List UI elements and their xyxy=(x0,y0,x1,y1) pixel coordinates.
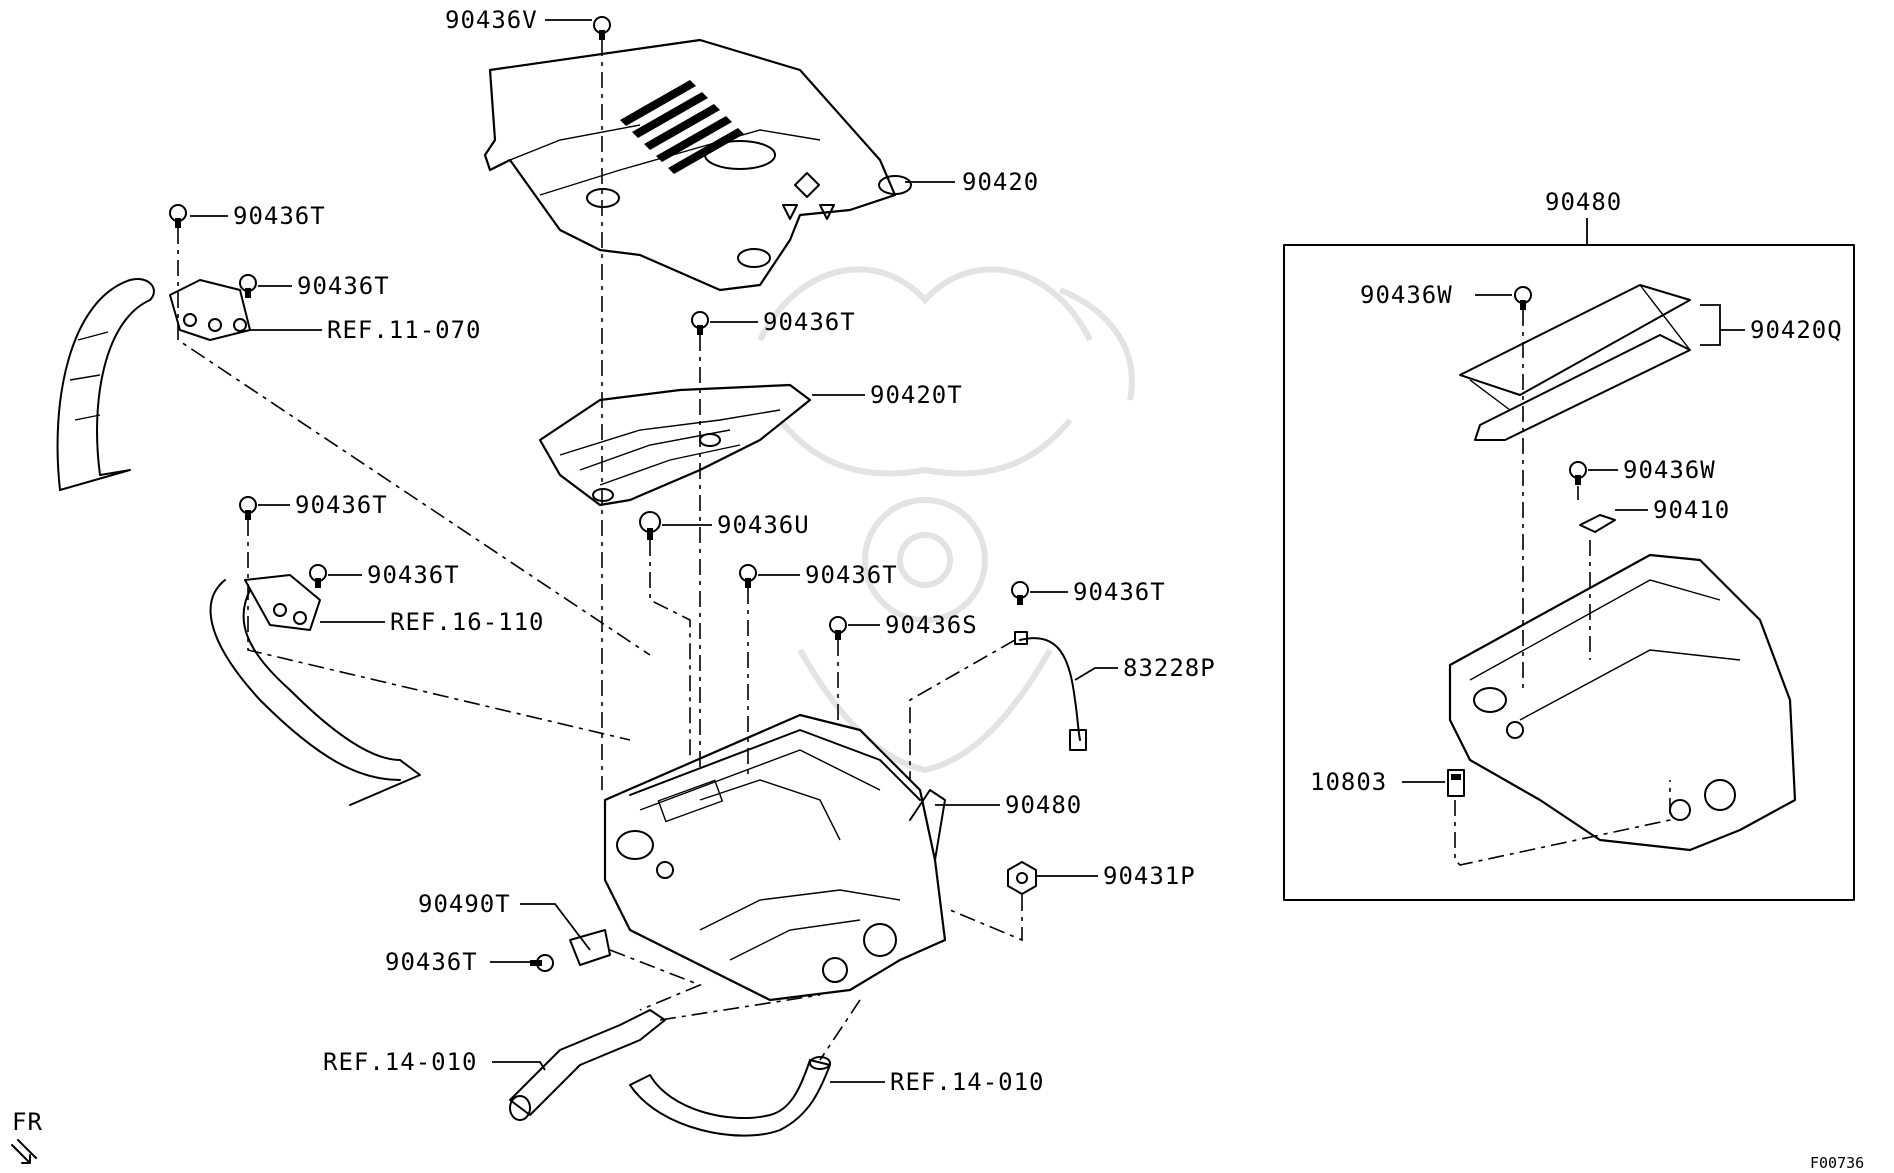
label-ref-16-110: REF.16-110 xyxy=(390,608,545,636)
label-90436U: 90436U xyxy=(717,511,810,539)
label-fr: FR xyxy=(12,1108,43,1136)
bolt-icon xyxy=(1011,581,1029,605)
cable-harness-lower xyxy=(209,574,421,806)
bolt-icon xyxy=(1514,286,1532,310)
label-90436T-e: 90436T xyxy=(367,561,460,589)
bolt-icon xyxy=(309,564,327,588)
bolt-icon xyxy=(739,564,757,588)
middle-cover-90420T xyxy=(538,383,812,507)
label-90420: 90420 xyxy=(962,168,1039,196)
bolt-icon xyxy=(691,311,709,335)
part-labels: 90436V 90420 90436T 90436T REF.11-070 90… xyxy=(233,6,1216,1096)
detail-inset-90480: 90480 9043 xyxy=(1283,188,1855,901)
label-90436W-a: 90436W xyxy=(1360,281,1453,309)
label-ref-11-070: REF.11-070 xyxy=(327,316,482,344)
detail-frame xyxy=(1283,244,1855,901)
label-ref-14-010-b: REF.14-010 xyxy=(890,1068,1045,1096)
connector-10803-icon xyxy=(1447,769,1465,797)
label-90436T-c: 90436T xyxy=(763,308,856,336)
cable-harness-upper xyxy=(56,278,251,491)
label-83228P: 83228P xyxy=(1123,654,1216,682)
bracket-icon xyxy=(1579,514,1616,533)
bolt-icon xyxy=(239,274,257,298)
label-90420Q: 90420Q xyxy=(1750,316,1843,344)
fasteners xyxy=(169,16,1037,972)
nut-icon xyxy=(1007,861,1037,895)
label-90410: 90410 xyxy=(1653,496,1730,524)
watermark-emblem xyxy=(757,266,1135,774)
front-direction-indicator: FR xyxy=(11,1108,43,1164)
top-cover-90420 xyxy=(483,38,912,292)
figure-number: F00736 xyxy=(1810,1154,1864,1172)
label-90436V: 90436V xyxy=(445,6,538,34)
bolt-icon xyxy=(530,954,554,972)
label-ref-14-010-a: REF.14-010 xyxy=(323,1048,478,1076)
label-90436T-b: 90436T xyxy=(297,272,390,300)
bolt-icon xyxy=(593,16,611,40)
label-10803: 10803 xyxy=(1310,768,1387,796)
label-90436T-f: 90436T xyxy=(805,561,898,589)
brand-logo-icon xyxy=(782,172,835,220)
sensor-83228P xyxy=(1014,631,1087,751)
coolant-hose-left xyxy=(509,1009,666,1121)
detail-inverter xyxy=(1448,553,1797,852)
label-90436T-h: 90436T xyxy=(385,948,478,976)
bolt-icon xyxy=(169,204,187,228)
label-90490T: 90490T xyxy=(418,890,511,918)
label-90436W-b: 90436W xyxy=(1623,456,1716,484)
bolt-icon xyxy=(1569,461,1587,485)
label-90436T-d: 90436T xyxy=(295,491,388,519)
label-90436T-g: 90436T xyxy=(1073,578,1166,606)
coolant-hose-right xyxy=(629,1056,831,1137)
inverter-assembly-90480 xyxy=(603,713,947,1002)
bracket-plate-icon xyxy=(569,929,611,966)
bolt-icon xyxy=(829,616,847,640)
leader-lines xyxy=(190,19,1118,1083)
front-arrow-icon xyxy=(11,1139,37,1164)
gasket-90420Q xyxy=(1459,284,1691,441)
alignment-lines xyxy=(177,40,1023,1061)
label-90420T: 90420T xyxy=(870,381,963,409)
bolt-icon xyxy=(239,496,257,520)
bolt-icon xyxy=(639,511,661,540)
label-90431P: 90431P xyxy=(1103,862,1196,890)
label-90480-box: 90480 xyxy=(1545,188,1622,216)
label-90480-main: 90480 xyxy=(1005,791,1082,819)
label-90436T-a: 90436T xyxy=(233,202,326,230)
label-90436S: 90436S xyxy=(885,611,978,639)
